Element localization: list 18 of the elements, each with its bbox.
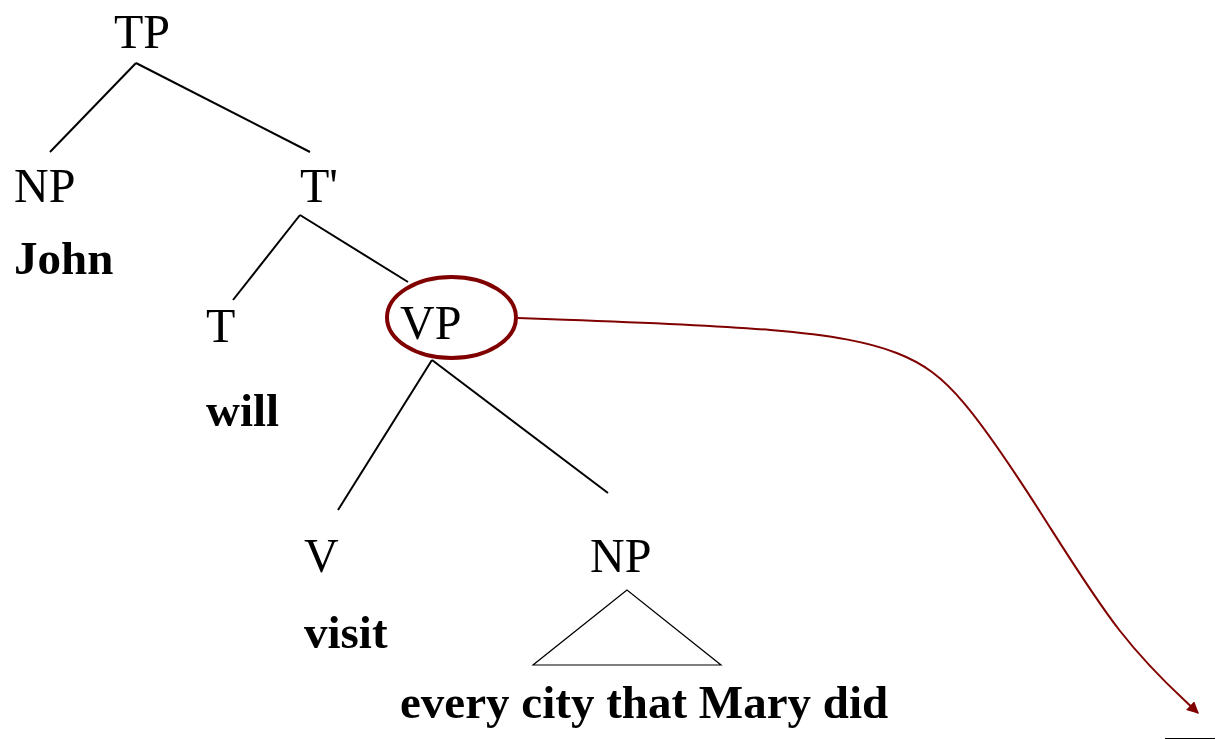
category-label: VP — [400, 297, 462, 349]
tree-branch — [49, 62, 137, 153]
word-label: every city that Mary did — [400, 676, 889, 728]
category-label: NP — [590, 530, 652, 582]
category-label: TP — [114, 6, 170, 58]
movement-arrow — [517, 317, 1199, 714]
tree-branch — [135, 62, 311, 153]
category-label: NP — [14, 160, 76, 212]
word-label: visit — [304, 606, 388, 658]
category-label: V — [304, 530, 339, 582]
tree-branch — [232, 214, 301, 301]
category-label: T — [206, 300, 236, 352]
word-label: John — [14, 232, 114, 284]
tree-branch — [337, 359, 433, 511]
tree-branch — [431, 359, 609, 494]
tree-branch — [299, 214, 409, 283]
category-label: T' — [300, 160, 338, 212]
word-label: will — [206, 384, 280, 436]
